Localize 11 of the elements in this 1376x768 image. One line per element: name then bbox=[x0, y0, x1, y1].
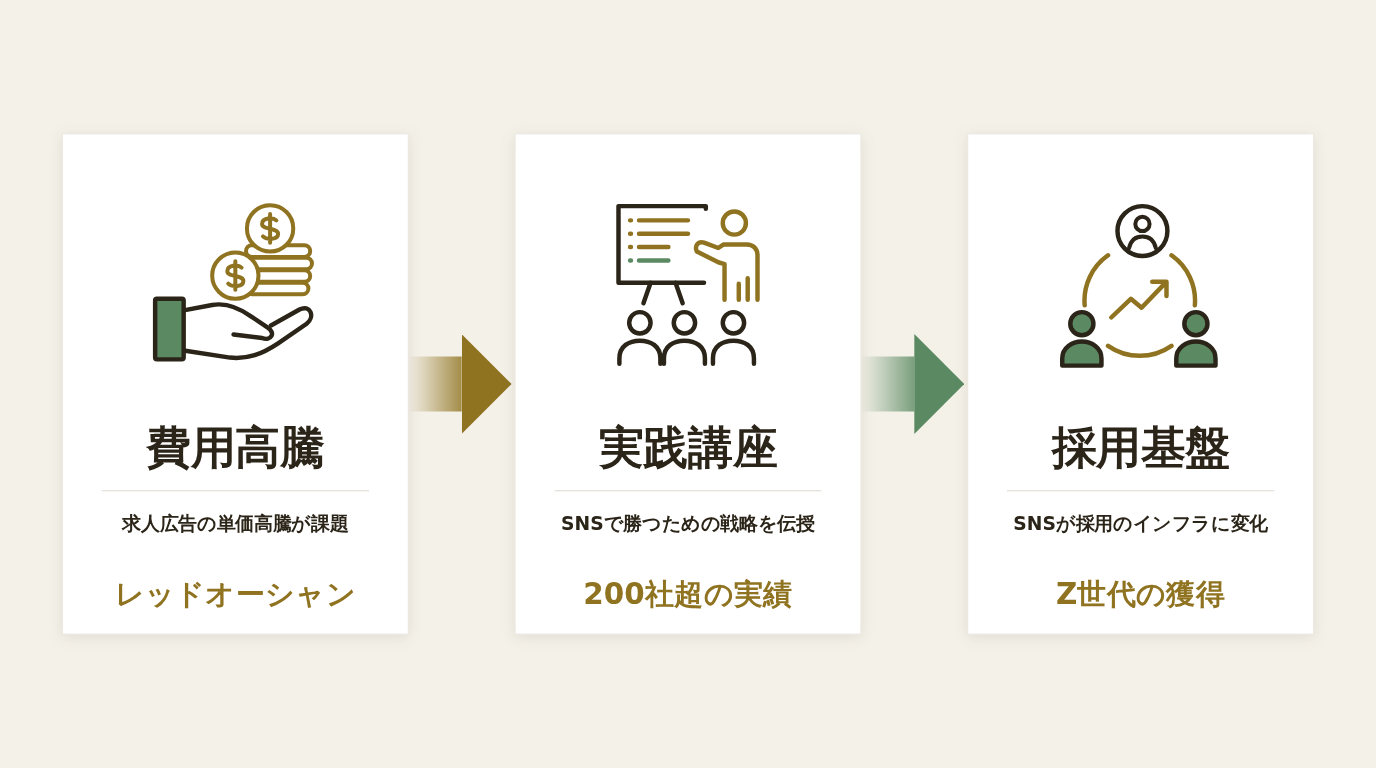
card-title: 費用高騰 bbox=[101, 420, 369, 492]
card-title: 実践講座 bbox=[554, 420, 822, 492]
card-subtitle: SNSが採用のインフラに変化 bbox=[1012, 511, 1269, 536]
card-highlight: Z世代の獲得 bbox=[1055, 576, 1227, 614]
arrow bbox=[860, 334, 965, 434]
card-subtitle: 求人広告の単価高騰が課題 bbox=[120, 511, 350, 536]
card-highlight: レッドオーシャン bbox=[113, 576, 358, 614]
card-highlight: 200社超の実績 bbox=[582, 576, 794, 614]
card-subtitle: SNSで勝つための戦略を伝授 bbox=[560, 511, 816, 536]
card-title: 採用基盤 bbox=[1007, 420, 1275, 492]
arrow bbox=[408, 334, 512, 434]
